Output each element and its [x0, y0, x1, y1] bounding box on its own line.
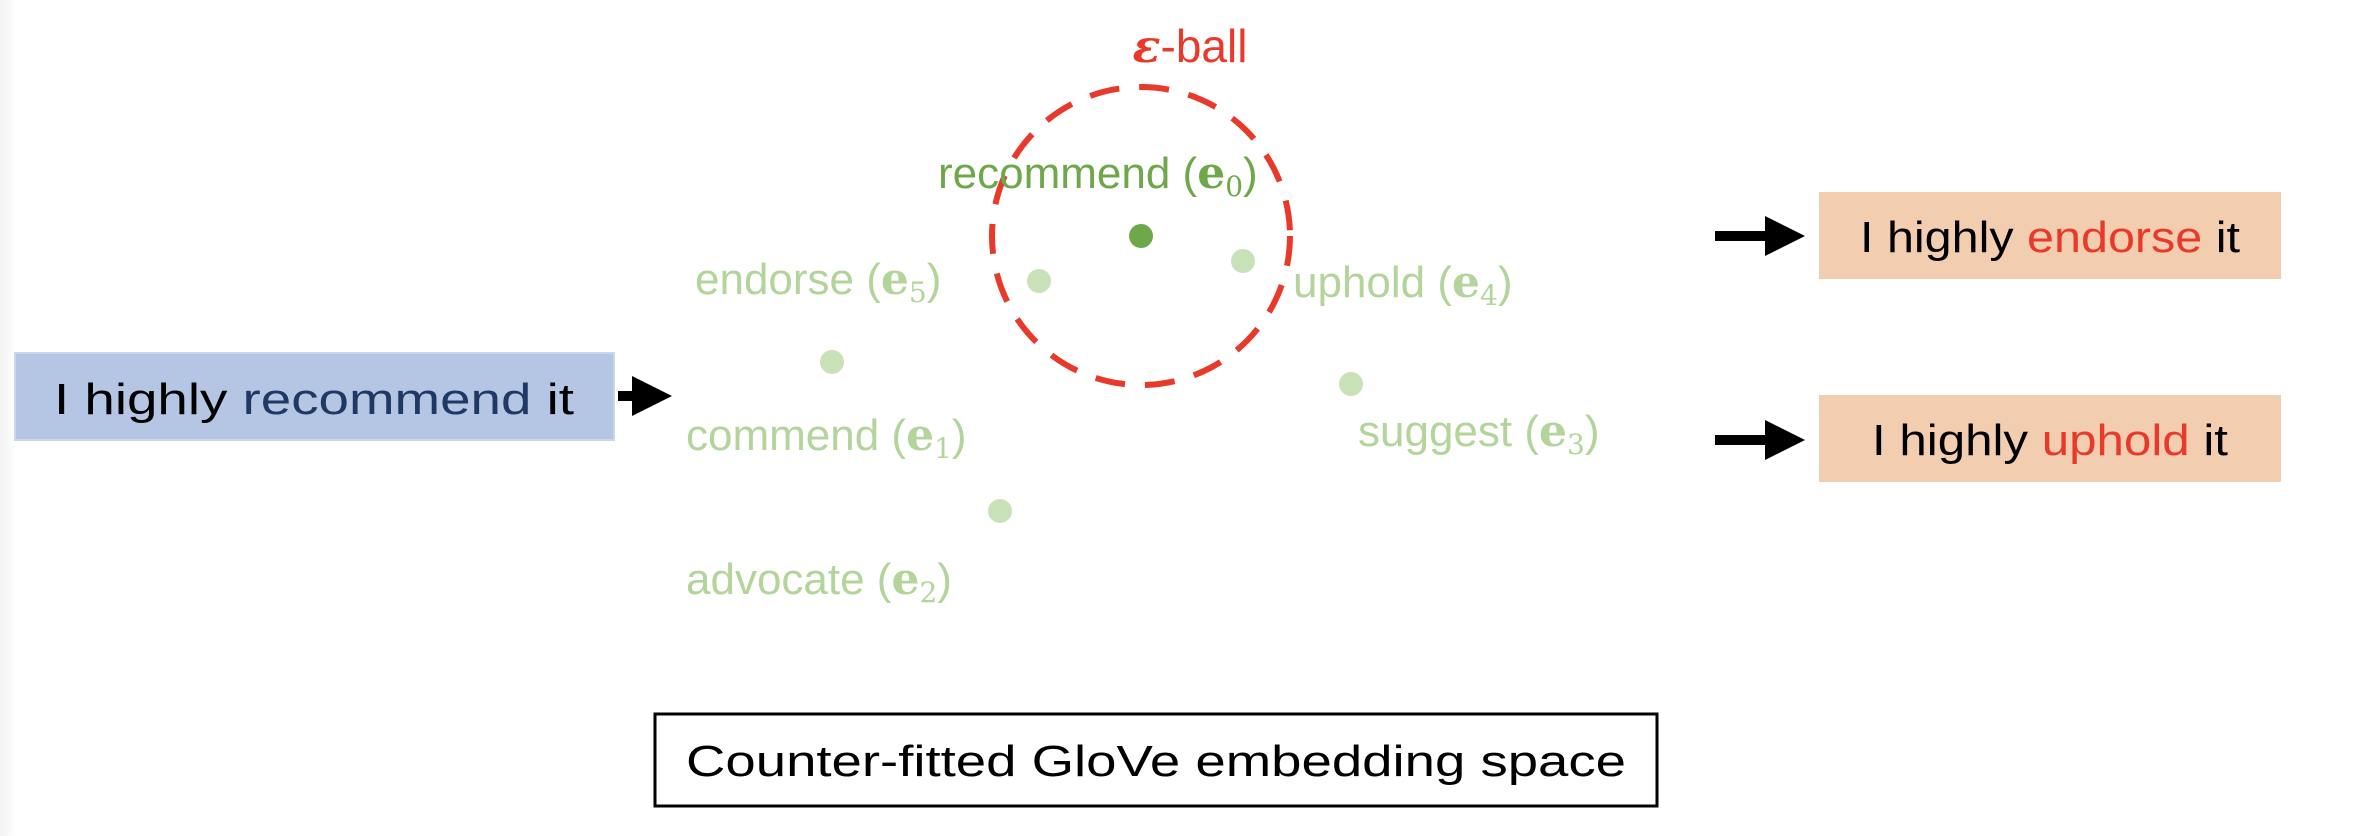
svg-text:I highly endorse it: I highly endorse it	[1860, 213, 2240, 262]
neighbor-dot-uphold	[1231, 249, 1255, 273]
left-edge-shade	[0, 0, 16, 836]
neighbor-label-uphold: uphold (e4)	[1293, 257, 1513, 312]
input-suffix: it	[531, 375, 574, 424]
neighbor-dot-suggest	[1339, 372, 1363, 396]
caption-box: Counter-fitted GloVe embedding space	[653, 712, 1659, 808]
anchor-label: recommend (e0)	[938, 148, 1258, 203]
epsilon-ball-circle	[989, 84, 1293, 388]
svg-text:I highly uphold it: I highly uphold it	[1872, 416, 2228, 465]
input-prefix: I highly	[54, 375, 243, 424]
output-sentence-box-1: I highly endorse it	[1819, 192, 2281, 279]
caption-text: Counter-fitted GloVe embedding space	[686, 737, 1626, 786]
input-word: recommend	[243, 375, 532, 424]
neighbor-dot-commend	[820, 350, 844, 374]
neighbor-label-commend: commend (e1)	[686, 410, 967, 465]
neighbor-dot-endorse	[1027, 269, 1051, 293]
epsilon-ball-label: ε-ball	[1133, 19, 1248, 73]
neighbor-label-suggest: suggest (e3)	[1358, 406, 1599, 461]
neighbor-label-endorse: endorse (e5)	[695, 254, 941, 309]
neighbor-label-advocate: advocate (e2)	[686, 554, 952, 609]
output-sentence-box-2: I highly uphold it	[1819, 395, 2281, 482]
neighbor-dot-advocate	[988, 499, 1012, 523]
svg-text:I highly recommend it: I highly recommend it	[54, 375, 574, 424]
input-sentence-box: I highly recommend it	[14, 352, 615, 441]
anchor-dot	[1129, 224, 1153, 248]
